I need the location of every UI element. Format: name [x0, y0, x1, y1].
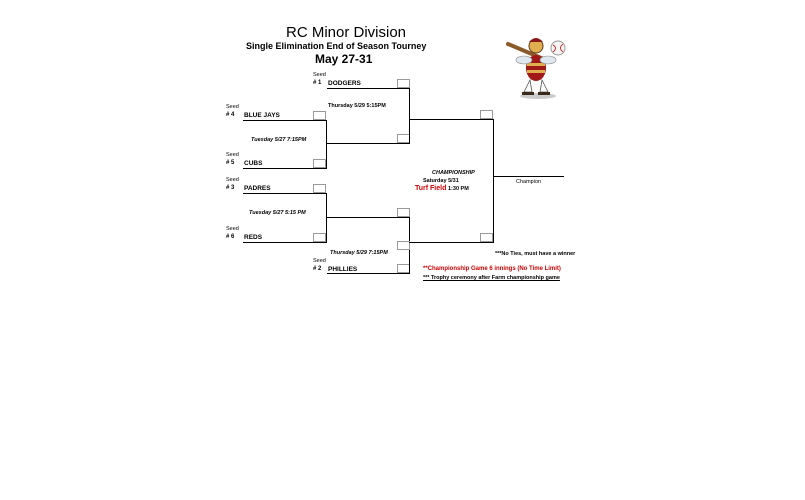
score-box: [480, 110, 493, 119]
championship-field: Turf Field: [415, 185, 447, 192]
championship-date: Saturday 5/31: [423, 178, 459, 184]
score-box: [313, 184, 326, 193]
seed-number: # 1: [313, 80, 322, 86]
score-box: [480, 233, 493, 242]
score-box: [397, 79, 410, 88]
game-time: Tuesday 5/27 5:15 PM: [249, 210, 306, 216]
team-cubs: CUBS: [244, 160, 263, 167]
seed-number: # 6: [226, 234, 235, 240]
bracket-line: [409, 119, 494, 120]
team-reds: REDS: [244, 234, 263, 241]
bracket-line: [493, 176, 564, 177]
note-trophy: *** Trophy ceremony after Farm champions…: [423, 275, 560, 281]
bracket-line: [327, 273, 410, 274]
score-box: [313, 233, 326, 242]
bracket-line: [409, 242, 494, 243]
note-no-ties: ***No Ties, must have a winner: [495, 251, 576, 257]
team-padres: PADRES: [244, 185, 271, 192]
game-time: Thursday 5/29 7:15PM: [330, 250, 388, 256]
team-dodgers: DODGERS: [328, 80, 361, 87]
seed-number: # 2: [313, 266, 322, 272]
seed-label: Seed: [313, 258, 326, 264]
seed-label: Seed: [226, 177, 239, 183]
page-title: RC Minor Division: [286, 24, 407, 41]
seed-label: Seed: [226, 152, 239, 158]
bracket-line: [409, 88, 410, 144]
team-blue-jays: BLUE JAYS: [244, 112, 280, 119]
bracket-line: [493, 119, 494, 243]
championship-time: 1:30 PM: [448, 186, 469, 192]
score-box: [313, 111, 326, 120]
bracket-line: [326, 120, 327, 169]
seed-label: Seed: [313, 72, 326, 78]
seed-number: # 5: [226, 160, 235, 166]
champion-label: Champion: [516, 179, 542, 185]
game-time: Thursday 5/29 5:15PM: [328, 103, 386, 109]
score-box: [313, 159, 326, 168]
bracket-line: [326, 217, 410, 218]
score-box: [397, 208, 410, 217]
seed-label: Seed: [226, 226, 239, 232]
bracket-line: [243, 193, 327, 194]
baseball-bee-mascot-icon: [506, 38, 566, 99]
game-time: Tuesday 5/27 7:15PM: [251, 137, 307, 143]
championship-label: CHAMPIONSHIP: [432, 170, 475, 176]
bracket-line: [326, 143, 410, 144]
bracket-line: [327, 88, 410, 89]
score-box: [397, 241, 410, 250]
seed-number: # 4: [226, 112, 235, 118]
bracket-line: [326, 193, 327, 243]
team-phillies: PHILLIES: [328, 266, 358, 273]
bracket-line: [243, 120, 327, 121]
page-subtitle: Single Elimination End of Season Tourney: [246, 41, 427, 51]
seed-label: Seed: [226, 104, 239, 110]
note-innings: **Championship Game 6 innings (No Time L…: [423, 266, 561, 272]
bracket-line: [243, 242, 327, 243]
seed-number: # 3: [226, 185, 235, 191]
bracket-line: [243, 168, 327, 169]
tourney-dates: May 27-31: [315, 52, 373, 66]
